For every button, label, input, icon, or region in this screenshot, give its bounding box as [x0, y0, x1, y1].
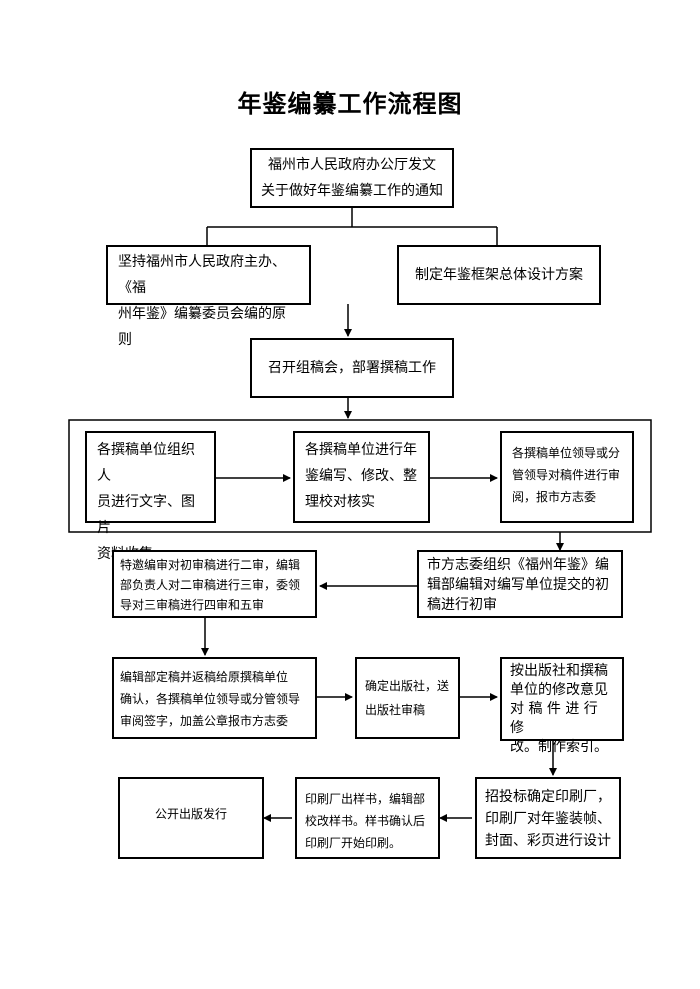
- node-notice-line2: 关于做好年鉴编纂工作的通知: [261, 183, 443, 199]
- node-write-line1: 各撰稿单位进行年: [305, 442, 417, 458]
- node-write-line3: 理校对核实: [305, 494, 375, 510]
- node-principle-line2: 州年鉴》编纂委员会编的原则: [118, 306, 286, 348]
- node-notice-line1: 福州市人民政府办公厅发文: [268, 157, 436, 173]
- node-revision-line1: 按出版社和撰稿: [510, 663, 608, 679]
- node-revision-line3: 对 稿 件 进 行 修: [510, 701, 598, 736]
- node-meeting-line1: 召开组稿会，部署撰稿工作: [268, 360, 436, 376]
- node-publisher-line1: 确定出版社，送: [365, 679, 450, 693]
- node-finalize-line1: 编辑部定稿并返稿给原撰稿单位: [120, 670, 289, 684]
- node-sample-line1: 印刷厂出样书，编辑部: [305, 792, 426, 806]
- node-finalize: 编辑部定稿并返稿给原撰稿单位 确认，各撰稿单位领导或分管领导 审阅签字，加盖公章…: [112, 657, 317, 739]
- node-unit-review-line2: 管领导对稿件进行审: [512, 468, 621, 482]
- stage-frame: [68, 419, 652, 533]
- node-write: 各撰稿单位进行年 鉴编写、修改、整 理校对核实: [293, 431, 430, 523]
- node-multi-review-line2: 部负责人对二审稿进行三审，委领: [120, 578, 301, 592]
- node-printer-line1: 招投标确定印刷厂，: [485, 789, 611, 805]
- node-collect-line2: 员进行文字、图片: [97, 494, 195, 536]
- node-printer-line2: 印刷厂对年鉴装帧、: [485, 811, 611, 827]
- node-printer: 招投标确定印刷厂， 印刷厂对年鉴装帧、 封面、彩页进行设计: [475, 777, 621, 859]
- node-principle-line1: 坚持福州市人民政府主办、《福: [118, 254, 286, 296]
- node-meeting: 召开组稿会，部署撰稿工作: [250, 338, 454, 398]
- node-unit-review: 各撰稿单位领导或分 管领导对稿件进行审 阅，报市方志委: [500, 431, 634, 523]
- node-multi-review-line1: 特邀编审对初审稿进行二审，编辑: [120, 558, 301, 572]
- node-revision: 按出版社和撰稿 单位的修改意见 对 稿 件 进 行 修 改。制作索引。: [500, 657, 624, 755]
- node-unit-review-line1: 各撰稿单位领导或分: [512, 446, 621, 460]
- node-sample-line2: 校改样书。样书确认后: [305, 814, 426, 828]
- page-title: 年鉴编纂工作流程图: [237, 89, 463, 118]
- node-initial-review-line1: 市方志委组织《福州年鉴》编: [427, 557, 609, 573]
- node-design-line1: 制定年鉴框架总体设计方案: [415, 267, 583, 283]
- node-finalize-line2: 确认，各撰稿单位领导或分管领导: [120, 692, 301, 706]
- node-initial-review-line3: 稿进行初审: [427, 597, 497, 613]
- node-initial-review: 市方志委组织《福州年鉴》编 辑部编辑对编写单位提交的初 稿进行初审: [417, 550, 623, 618]
- node-principle: 坚持福州市人民政府主办、《福 州年鉴》编纂委员会编的原则: [106, 245, 311, 348]
- node-unit-review-line3: 阅，报市方志委: [512, 490, 597, 504]
- node-sample: 印刷厂出样书，编辑部 校改样书。样书确认后 印刷厂开始印刷。: [295, 777, 440, 859]
- node-multi-review: 特邀编审对初审稿进行二审，编辑 部负责人对二审稿进行三审，委领 导对三审稿进行四…: [112, 550, 317, 618]
- node-publisher-line2: 出版社审稿: [365, 703, 426, 717]
- node-finalize-line3: 审阅签字，加盖公章报市方志委: [120, 714, 289, 728]
- node-publish-line1: 公开出版发行: [155, 807, 228, 821]
- node-publisher: 确定出版社，送 出版社审稿: [355, 657, 460, 739]
- node-revision-line4: 改。制作索引。: [510, 739, 608, 755]
- node-notice: 福州市人民政府办公厅发文 关于做好年鉴编纂工作的通知: [250, 148, 454, 208]
- node-collect: 各撰稿单位组织人 员进行文字、图片 资料收集: [85, 431, 216, 562]
- node-revision-line2: 单位的修改意见: [510, 682, 608, 698]
- node-initial-review-line2: 辑部编辑对编写单位提交的初: [427, 577, 609, 593]
- node-write-line2: 鉴编写、修改、整: [305, 468, 417, 484]
- node-printer-line3: 封面、彩页进行设计: [485, 833, 611, 849]
- node-sample-line3: 印刷厂开始印刷。: [305, 836, 402, 850]
- node-multi-review-line3: 导对三审稿进行四审和五审: [120, 598, 265, 612]
- node-publish: 公开出版发行: [118, 777, 264, 859]
- node-collect-line1: 各撰稿单位组织人: [97, 442, 195, 484]
- node-design: 制定年鉴框架总体设计方案: [397, 245, 601, 305]
